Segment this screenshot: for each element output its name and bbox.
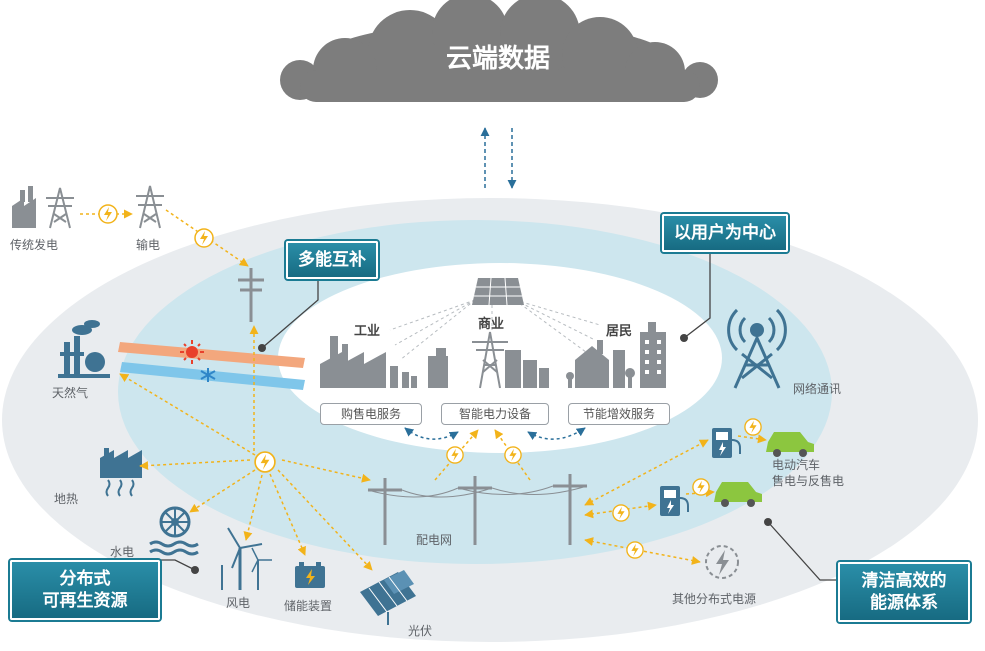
node-hydro-label: 水电 [110, 545, 135, 559]
service-purchase-box: 购售电服务 [320, 403, 422, 425]
transmission-pylon-icon [136, 185, 164, 229]
node-ev-label-line2: 售电与反售电 [772, 474, 845, 488]
ev-car-icon [766, 432, 814, 457]
cold-band [120, 362, 305, 390]
badge-user-centered: 以用户为中心 [662, 214, 788, 252]
service-link-right [527, 427, 586, 440]
sector-industry-label: 工业 [354, 324, 381, 339]
industry-icon [320, 336, 417, 388]
network-tower-icon [727, 308, 787, 389]
node-network-label: 网络通讯 [793, 382, 842, 396]
pointer-multi-energy [261, 275, 319, 349]
bolt-icon [98, 204, 118, 224]
badge-clean-line1: 清洁高效的 [861, 571, 947, 591]
pointer-user-centered [683, 250, 711, 339]
commerce-icon [428, 348, 549, 388]
node-natural-gas-label: 天然气 [52, 386, 89, 400]
badge-distributed-line1: 分布式 [59, 569, 111, 589]
bolt-icon [626, 541, 644, 559]
wind-turbine-icon [221, 527, 272, 590]
node-solar-label: 光伏 [408, 624, 433, 638]
node-storage-label: 储能装置 [284, 599, 333, 613]
node-geothermal-label: 地热 [54, 492, 79, 506]
snowflake-icon [200, 368, 216, 382]
bolt-icon [446, 446, 464, 464]
distribution-tower-icon [368, 474, 587, 545]
sun-icon [180, 340, 204, 364]
bolt-icon [692, 478, 710, 496]
cloud-title: 云端数据 [445, 44, 550, 74]
bolt-icon [504, 446, 522, 464]
power-plant-pylon-icon [46, 187, 74, 229]
node-distribution-label: 配电网 [416, 533, 453, 547]
other-source-icon [705, 545, 739, 579]
sector-links [389, 299, 601, 361]
solar-pv-icon [360, 570, 416, 625]
commerce-pylon-icon [472, 331, 508, 389]
pointer-clean [767, 521, 845, 581]
bolt-icon [194, 228, 214, 248]
badge-clean-efficient: 清洁高效的 能源体系 [838, 562, 970, 622]
service-smart-device-box: 智能电力设备 [441, 403, 549, 425]
battery-icon [295, 562, 325, 588]
natural-gas-icon [58, 320, 110, 378]
residence-icon [566, 322, 666, 388]
solar-panel-icon [472, 277, 524, 306]
hub-links [119, 325, 373, 571]
sector-commerce-label: 商业 [478, 317, 505, 332]
distribution-wires [367, 485, 588, 498]
bolt-icon [612, 504, 630, 522]
bolt-icon [744, 418, 762, 436]
node-other-label: 其他分布式电源 [672, 592, 757, 606]
cloud-icon [280, 0, 718, 102]
hydro-icon [149, 506, 199, 556]
badge-distributed-line2: 可再生资源 [42, 591, 128, 611]
sector-residence-label: 居民 [606, 324, 633, 339]
service-energy-saving-box: 节能增效服务 [568, 403, 670, 425]
power-plant-icon [12, 186, 36, 228]
utility-pole-icon [238, 268, 264, 322]
badge-distributed: 分布式 可再生资源 [10, 560, 160, 620]
geothermal-icon [100, 448, 142, 497]
badge-clean-line2: 能源体系 [870, 593, 938, 613]
node-traditional-label: 传统发电 [10, 238, 59, 252]
node-wind-label: 风电 [226, 596, 251, 610]
ev-car-icon [714, 482, 762, 507]
bolt-icon [254, 451, 276, 473]
node-ev-label-line1: 电动汽车 [772, 458, 821, 472]
pointer-distributed [160, 559, 196, 571]
hot-band [118, 342, 305, 368]
badge-multi-energy: 多能互补 [286, 241, 378, 279]
node-transmission-label: 输电 [136, 238, 161, 252]
ev-charger-icon [712, 428, 741, 458]
